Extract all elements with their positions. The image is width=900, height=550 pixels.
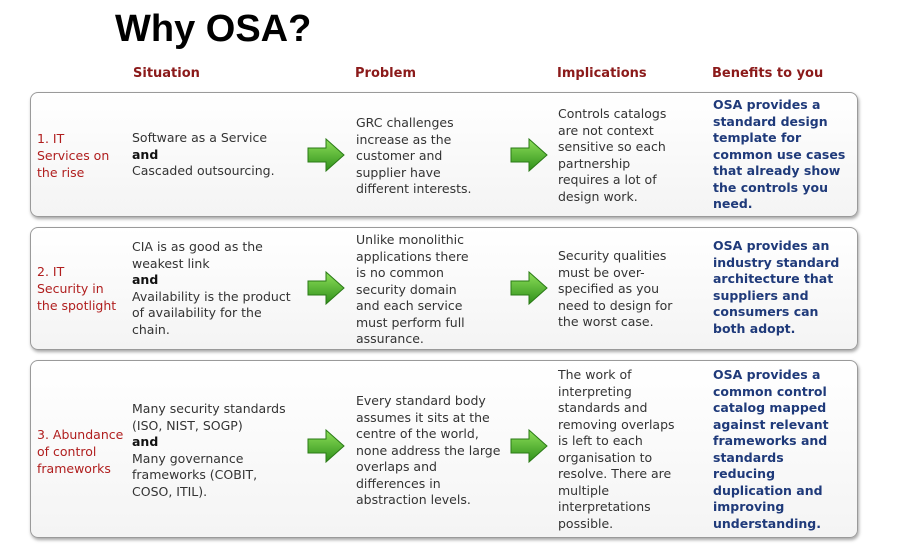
situation-text: Software as a Service and Cascaded outso…: [132, 130, 275, 178]
arrow-right-icon: [510, 137, 548, 173]
arrow-right-icon: [510, 270, 548, 306]
situation-text: CIA is as good as the weakest link and A…: [132, 239, 291, 337]
arrow-right-icon: [510, 428, 548, 464]
header-situation: Situation: [133, 66, 200, 81]
header-problem: Problem: [355, 66, 416, 81]
header-benefits: Benefits to you: [712, 66, 824, 81]
arrow-right-icon: [307, 137, 345, 173]
header-implications: Implications: [557, 66, 647, 81]
situation-text: Many security standards (ISO, NIST, SOGP…: [132, 401, 286, 499]
arrow-right-icon: [307, 428, 345, 464]
page-title: Why OSA?: [115, 8, 312, 50]
arrow-right-icon: [307, 270, 345, 306]
